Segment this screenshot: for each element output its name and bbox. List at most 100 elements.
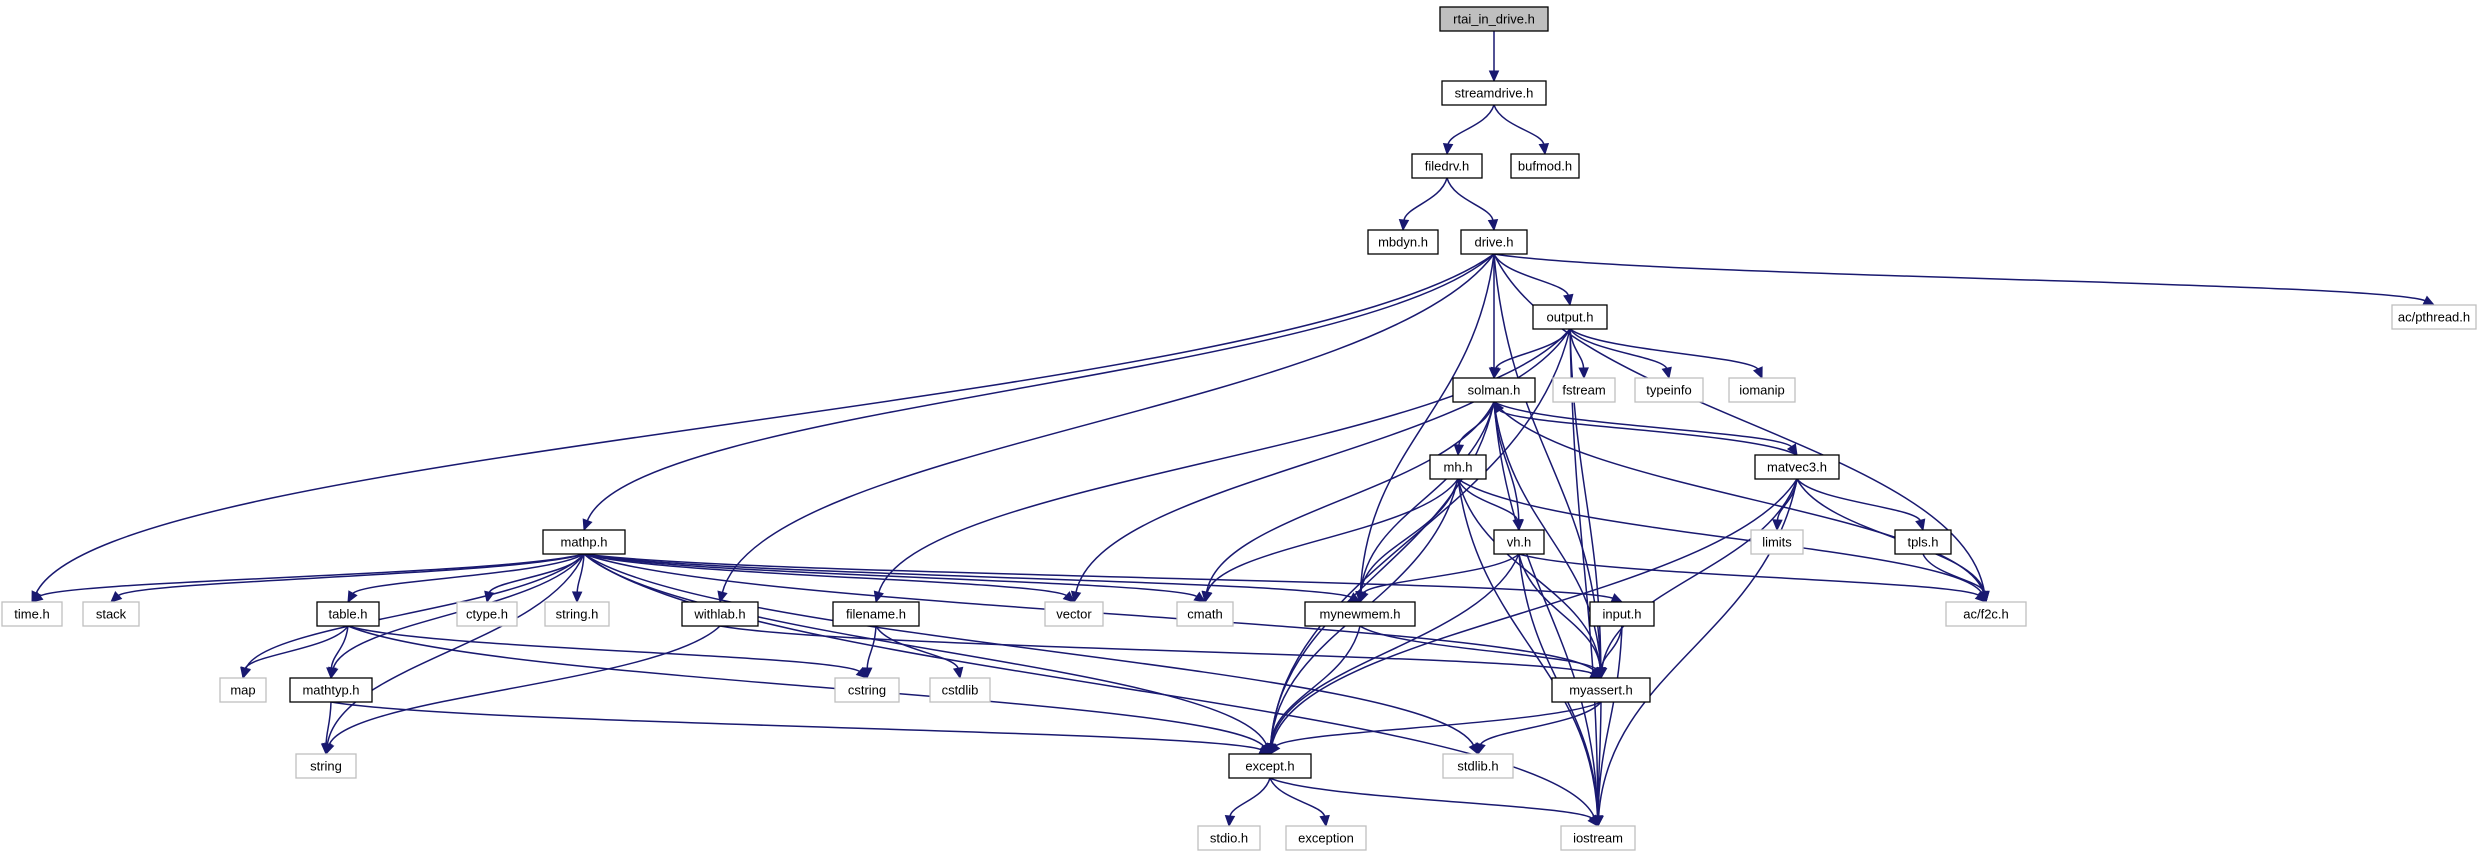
- node-box: [542, 529, 626, 555]
- node-cmath: cmath: [1176, 601, 1234, 627]
- node-label: tpls.h: [1907, 535, 1938, 550]
- edge-drive-h-to-output-h-arrowhead: [1563, 293, 1574, 307]
- edge-myassert-h-to-except-h: [1274, 701, 1602, 748]
- node-label: streamdrive.h: [1455, 86, 1534, 101]
- node-cstring: cstring: [834, 677, 900, 703]
- edge-table-h-to-except-h: [347, 625, 1265, 748]
- node-label: exception: [1298, 831, 1354, 846]
- node-label: solman.h: [1468, 383, 1521, 398]
- edge-drive-h-to-withlab-h: [721, 253, 1495, 594]
- node-label: typeinfo: [1646, 383, 1692, 398]
- node-except-h[interactable]: except.h: [1228, 753, 1312, 779]
- edge-withlab-h-to-myassert-h: [719, 625, 1594, 675]
- edge-mh-h-to-cmath-arrowhead: [1202, 590, 1213, 604]
- edge-drive-h-to-mathp-h: [586, 253, 1495, 522]
- node-box: [1532, 304, 1608, 330]
- node-withlab-h[interactable]: withlab.h: [681, 601, 759, 627]
- node-box: [1, 601, 63, 627]
- node-mh-h[interactable]: mh.h: [1429, 454, 1487, 480]
- node-drive-h[interactable]: drive.h: [1460, 229, 1528, 255]
- edge-mathp-h-to-string-h: [576, 553, 585, 594]
- node-bufmod-h[interactable]: bufmod.h: [1510, 153, 1580, 179]
- edge-streamdrive-h-to-filedrv-h: [1447, 104, 1495, 146]
- node-box: [1552, 377, 1616, 403]
- node-box: [1750, 529, 1804, 555]
- node-label: mathp.h: [561, 535, 608, 550]
- edge-mathp-h-to-string: [326, 553, 585, 746]
- edge-except-h-to-iostream: [1269, 777, 1594, 820]
- node-label: map: [230, 683, 255, 698]
- edge-mathp-h-to-mathtyp-h: [332, 553, 585, 670]
- node-label: ac/f2c.h: [1963, 607, 2009, 622]
- nodes-layer: rtai_in_drive.h streamdrive.h filedrv.h buf…: [1, 6, 2477, 851]
- node-label: fstream: [1562, 383, 1605, 398]
- edge-mynewmem-h-to-except-h: [1269, 625, 1361, 746]
- node-label: iostream: [1573, 831, 1623, 846]
- node-input-h[interactable]: input.h: [1589, 601, 1655, 627]
- edge-mathp-h-to-time-h: [38, 553, 585, 598]
- node-box: [1197, 825, 1261, 851]
- node-rtai-in-drive-h[interactable]: rtai_in_drive.h: [1439, 6, 1549, 32]
- edge-mathp-h-to-input-h-arrowhead: [1610, 593, 1624, 603]
- node-string: string: [295, 753, 357, 779]
- edge-solman-h-to-mynewmem-h: [1359, 401, 1495, 594]
- edge-except-h-to-exception: [1269, 777, 1326, 818]
- edge-except-h-to-exception-arrowhead: [1319, 814, 1330, 828]
- edge-vh-h-to-mynewmem-h: [1362, 553, 1520, 595]
- edge-output-h-to-vector: [1075, 328, 1571, 594]
- edge-myassert-h-to-except-h-arrowhead: [1269, 742, 1281, 755]
- node-filedrv-h[interactable]: filedrv.h: [1411, 153, 1483, 179]
- node-iostream: iostream: [1560, 825, 1636, 851]
- node-label: time.h: [14, 607, 49, 622]
- edge-mathtyp-h-to-except-h: [330, 701, 1263, 751]
- edge-mathp-h-to-myassert-h: [583, 553, 1596, 672]
- edge-mathtyp-h-to-string: [325, 701, 332, 746]
- edge-table-h-to-mathtyp-h: [330, 625, 349, 670]
- edge-tpls-h-to-ac-f2c-h: [1922, 553, 1986, 594]
- node-tpls-h[interactable]: tpls.h: [1894, 529, 1952, 555]
- edge-except-h-to-stdio-h: [1229, 777, 1271, 818]
- edge-output-h-to-fstream-arrowhead: [1578, 367, 1589, 380]
- node-box: [1439, 6, 1549, 32]
- node-box: [1945, 601, 2027, 627]
- node-mynewmem-h[interactable]: mynewmem.h: [1304, 601, 1416, 627]
- node-label: matvec3.h: [1767, 460, 1827, 475]
- node-mbdyn-h[interactable]: mbdyn.h: [1367, 229, 1439, 255]
- node-myassert-h[interactable]: myassert.h: [1551, 677, 1651, 703]
- edge-solman-h-to-iostream: [1493, 401, 1599, 818]
- node-vh-h[interactable]: vh.h: [1493, 529, 1545, 555]
- node-label: iomanip: [1739, 383, 1785, 398]
- node-table-h[interactable]: table.h: [316, 601, 380, 627]
- edge-output-h-to-solman-h-arrowhead: [1490, 366, 1501, 380]
- node-filename-h[interactable]: filename.h: [832, 601, 920, 627]
- edge-mathp-h-to-vector: [583, 553, 1068, 597]
- node-box: [1634, 377, 1704, 403]
- node-label: string.h: [556, 607, 599, 622]
- edge-mathp-h-to-ctype-h-arrowhead: [484, 590, 495, 604]
- node-matvec3-h[interactable]: matvec3.h: [1754, 454, 1840, 480]
- node-mathtyp-h[interactable]: mathtyp.h: [289, 677, 373, 703]
- node-label: mbdyn.h: [1378, 235, 1428, 250]
- node-label: input.h: [1602, 607, 1641, 622]
- node-box: [544, 601, 610, 627]
- node-box: [1411, 153, 1483, 179]
- edge-drive-h-to-ac-pthread-h: [1493, 253, 2427, 302]
- node-fstream: fstream: [1552, 377, 1616, 403]
- node-solman-h[interactable]: solman.h: [1452, 377, 1536, 403]
- node-mathp-h[interactable]: mathp.h: [542, 529, 626, 555]
- node-box: [1551, 677, 1651, 703]
- node-ac-f2c-h: ac/f2c.h: [1945, 601, 2027, 627]
- node-label: mh.h: [1444, 460, 1473, 475]
- edge-table-h-to-mathtyp-h-arrowhead: [326, 667, 337, 680]
- node-output-h[interactable]: output.h: [1532, 304, 1608, 330]
- edge-input-h-to-myassert-h-arrowhead: [1596, 667, 1607, 680]
- node-label: filename.h: [846, 607, 906, 622]
- node-box: [295, 753, 357, 779]
- edge-vh-h-to-ac-f2c-h: [1518, 553, 1980, 597]
- node-streamdrive-h[interactable]: streamdrive.h: [1441, 80, 1547, 106]
- edge-mh-h-to-vh-h: [1457, 478, 1519, 522]
- edge-matvec3-h-to-solman-h-arrowhead: [1493, 400, 1505, 414]
- edge-filename-h-to-cstdlib: [875, 625, 960, 670]
- node-cstdlib: cstdlib: [929, 677, 991, 703]
- edge-streamdrive-h-to-bufmod-h: [1493, 104, 1545, 146]
